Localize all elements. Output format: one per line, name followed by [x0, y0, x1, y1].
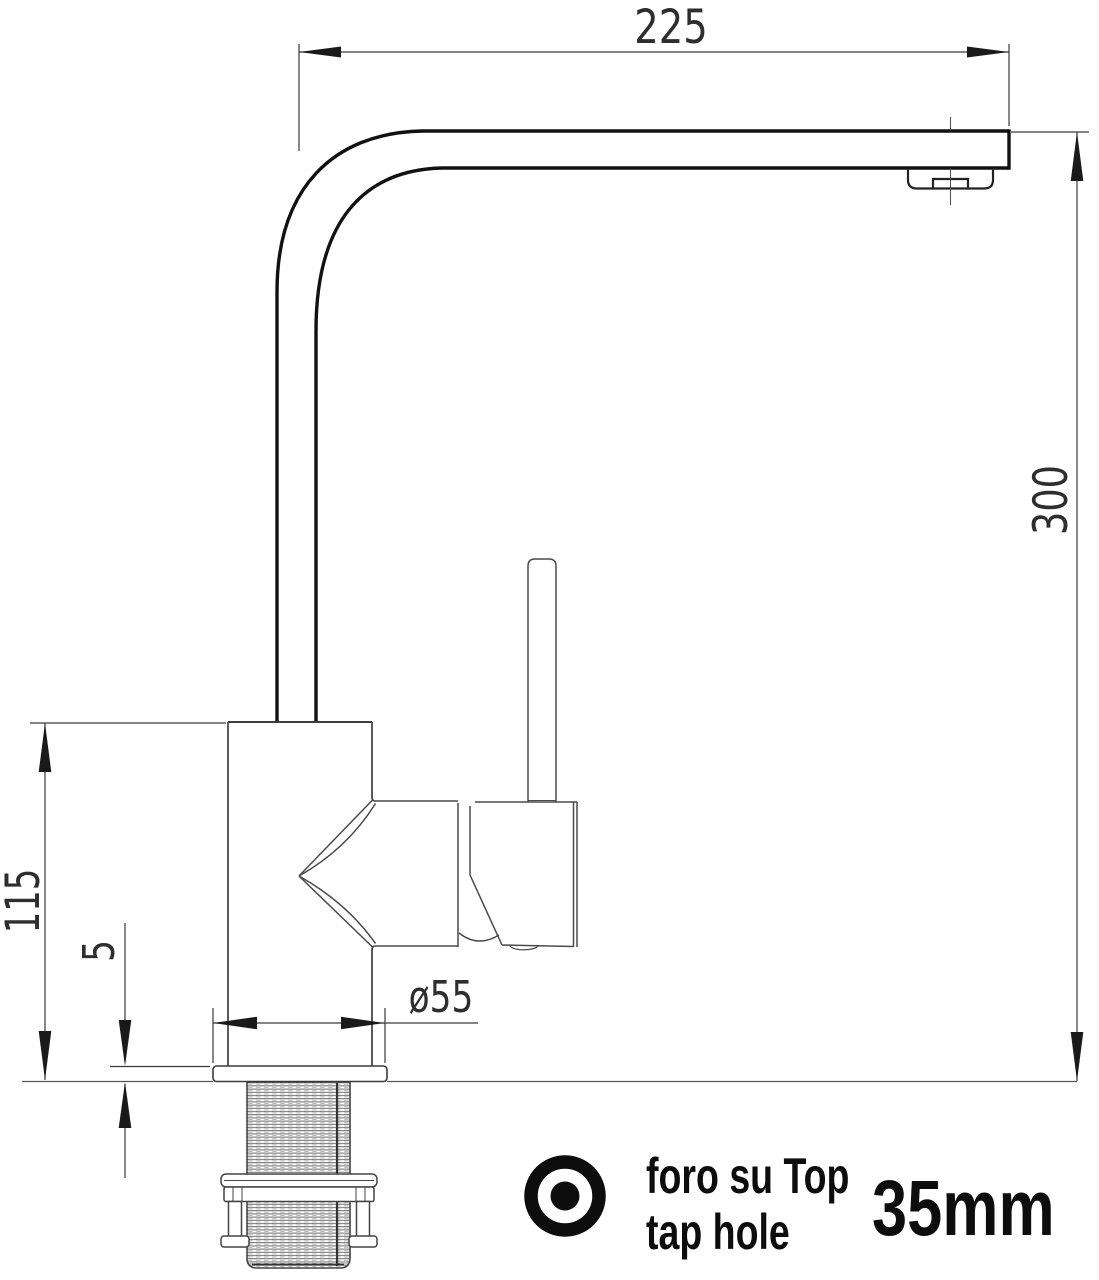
faucet-body	[227, 720, 375, 1066]
handle-base-block	[458, 801, 578, 951]
spout-outline	[275, 129, 1011, 722]
dim-spout-reach	[298, 44, 1010, 151]
tap-hole-label-italian: foro su Top	[646, 1148, 850, 1204]
swivel-joint-cone	[298, 798, 471, 949]
dim-label-base-diameter: ø55	[408, 972, 474, 1023]
mounting-bracket	[220, 1173, 378, 1248]
dim-label-body-height: 115	[0, 868, 51, 934]
tap-hole-size: 35mm	[872, 1163, 1055, 1252]
dim-label-total-height: 300	[1023, 465, 1079, 535]
aerator	[906, 117, 995, 205]
tap-hole-label-english: tap hole	[646, 1204, 790, 1260]
tap-hole-icon	[524, 1155, 606, 1237]
base-flange	[212, 1065, 388, 1083]
dim-total-height	[1011, 131, 1089, 1081]
dim-base-diameter	[212, 1008, 478, 1063]
lever-handle	[527, 558, 557, 802]
dim-label-spout-reach: 225	[634, 0, 708, 55]
dim-deck-thickness	[110, 923, 210, 1178]
dim-label-deck-thickness: 5	[74, 940, 125, 962]
dim-body-height	[30, 722, 226, 1080]
